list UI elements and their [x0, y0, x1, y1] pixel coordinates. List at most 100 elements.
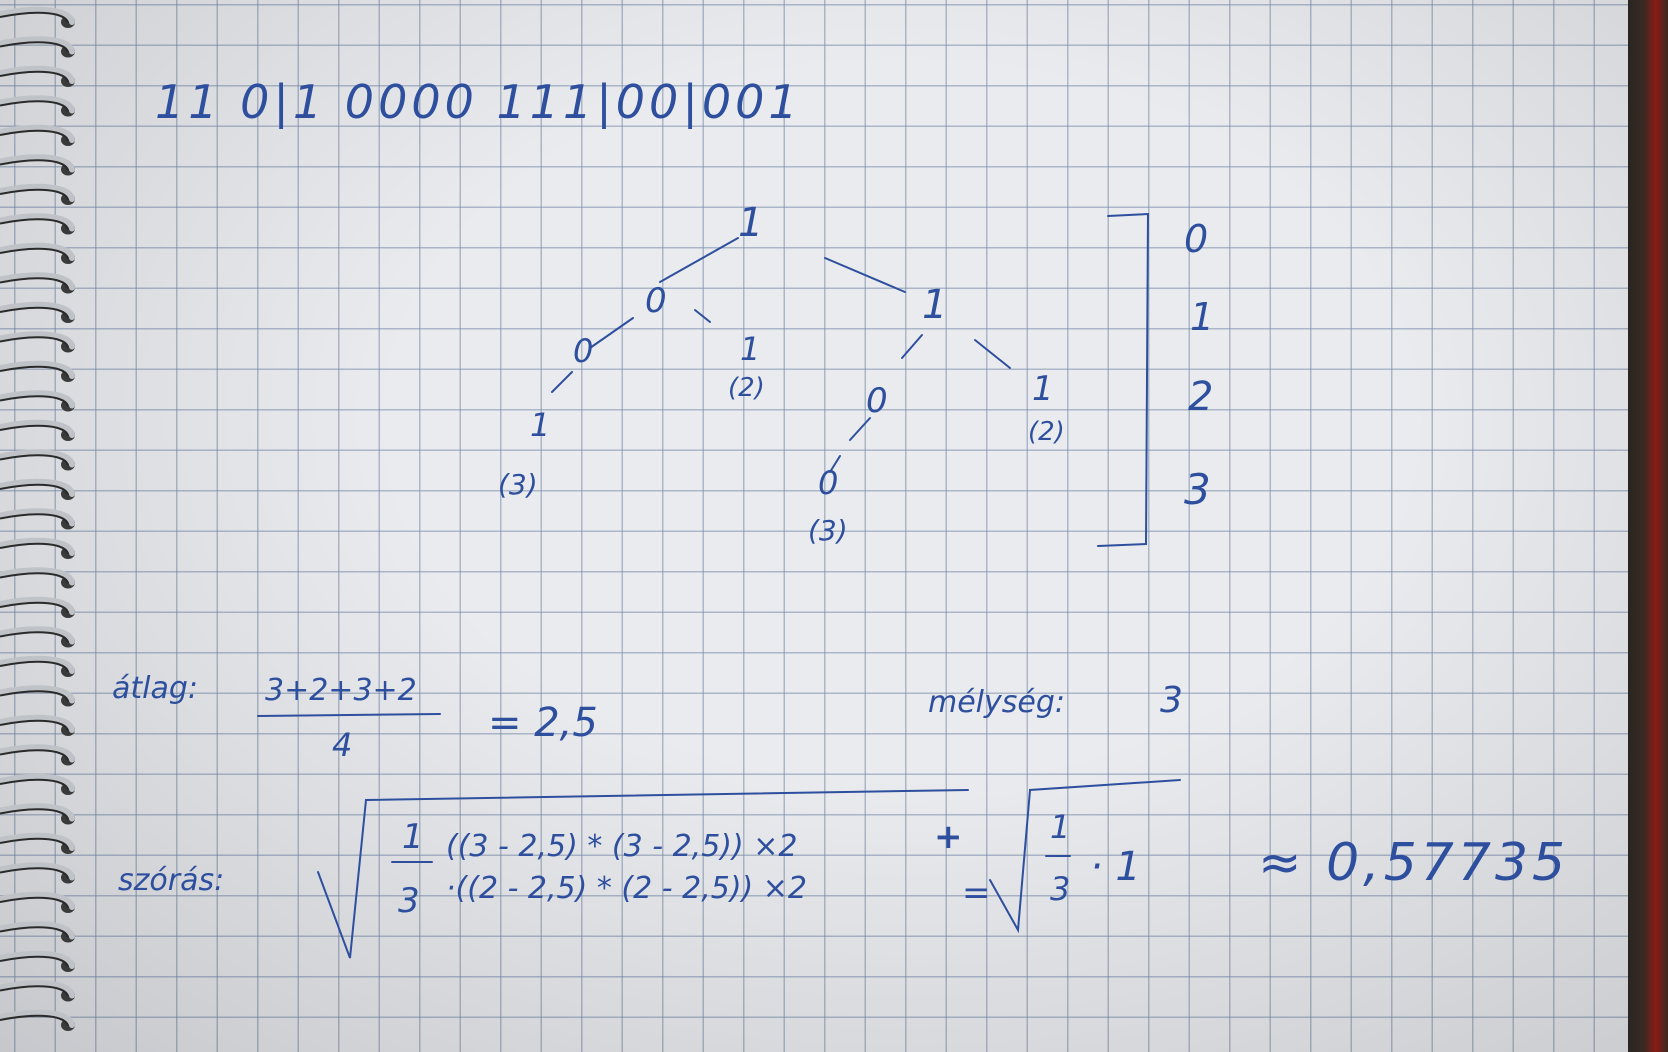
average-numerator: 3+2+3+2: [265, 673, 417, 708]
binding-ring: [0, 95, 75, 114]
approx-result: ≈ 0,57735: [1258, 833, 1569, 893]
binding-ring: [0, 626, 75, 645]
tree-node-right-left-left: 0: [818, 464, 838, 502]
simplified-factor: · 1: [1090, 844, 1141, 890]
binding-ring-shadow: [0, 129, 69, 142]
sqrt-sign-small: [989, 779, 1181, 934]
average-result: = 2,5: [488, 700, 598, 746]
binding-ring-shadow: [0, 218, 69, 230]
binding-ring: [0, 242, 75, 261]
binding-ring: [0, 213, 75, 232]
deviation-coef-den: 3: [398, 881, 420, 921]
binding-ring: [0, 537, 75, 556]
binding-ring-shadow: [0, 424, 69, 437]
level-0: 0: [1184, 217, 1208, 261]
binding-ring-shadow: [0, 542, 69, 555]
tree-node-right-right-depth: (2): [1028, 417, 1065, 447]
binding-ring: [0, 714, 75, 733]
binding-ring-shadow: [0, 365, 69, 378]
binding-ring-shadow: [0, 513, 69, 525]
binding-ring: [0, 154, 75, 173]
deviation-equals: =: [962, 873, 991, 913]
binding-ring: [0, 124, 75, 143]
binding-ring: [0, 419, 75, 438]
binding-ring: [0, 183, 75, 202]
binding-ring-shadow: [0, 395, 69, 407]
tree-node-left-right: 1: [740, 330, 760, 368]
depth-formula: mélység: 3: [928, 680, 1183, 721]
binding-ring-shadow: [0, 306, 69, 319]
binding-ring-shadow: [0, 690, 69, 702]
deviation-coef-num: 1: [402, 817, 424, 857]
level-3: 3: [1184, 465, 1211, 514]
bit-string: 11 0|1 0000 111|00|001: [155, 75, 802, 130]
binding-ring-shadow: [0, 277, 69, 289]
binding-ring: [0, 272, 75, 291]
tree-node-right-left-left-depth: (3): [808, 514, 848, 547]
binding-ring: [0, 390, 75, 409]
deviation-formula: szórás: 1 3 ((3 - 2,5) * (3 - 2,5)) ×2 ·…: [118, 779, 1569, 959]
tree-node-left-right-depth: (2): [728, 373, 765, 403]
tree-node-left-left-left-depth: (3): [498, 468, 538, 501]
binding-ring-shadow: [0, 11, 69, 24]
binding-ring-shadow: [0, 70, 69, 83]
binding-ring: [0, 980, 75, 999]
binding-ring-shadow: [0, 1014, 69, 1027]
binding-ring: [0, 508, 75, 527]
binding-ring-shadow: [0, 837, 69, 850]
tree-node-right-left: 0: [866, 381, 888, 421]
binding-ring-shadow: [0, 896, 69, 909]
binding-ring: [0, 773, 75, 792]
background-edge: [1628, 0, 1668, 1052]
level-bracket: [1097, 212, 1150, 547]
tree-node-right-right: 1: [1032, 369, 1054, 409]
tree-edges: [551, 237, 1011, 473]
binding-ring-shadow: [0, 483, 69, 496]
spiral-binding: [0, 6, 75, 1031]
binding-ring-shadow: [0, 601, 69, 614]
binding-ring: [0, 478, 75, 497]
binding-ring-shadow: [0, 41, 69, 53]
binding-ring: [0, 360, 75, 379]
binding-ring: [0, 301, 75, 320]
binding-ring-shadow: [0, 631, 69, 643]
binding-ring: [0, 744, 75, 763]
binding-ring-shadow: [0, 749, 69, 761]
simplified-den: 3: [1050, 870, 1070, 908]
binding-ring-shadow: [0, 955, 69, 968]
binding-ring: [0, 1009, 75, 1028]
level-1: 1: [1190, 295, 1214, 339]
depth-value: 3: [1160, 680, 1183, 721]
binding-ring-shadow: [0, 926, 69, 938]
binding-ring: [0, 36, 75, 55]
binding-ring: [0, 449, 75, 468]
binding-ring: [0, 65, 75, 84]
average-denominator: 4: [332, 726, 352, 764]
deviation-plus: +: [934, 817, 963, 857]
deviation-row-1: ((3 - 2,5) * (3 - 2,5)) ×2: [446, 829, 797, 864]
binding-ring-shadow: [0, 247, 69, 260]
tree-node-right: 1: [922, 282, 947, 328]
binding-ring: [0, 891, 75, 910]
binding-ring-shadow: [0, 188, 69, 201]
binding-ring: [0, 832, 75, 851]
binding-ring-shadow: [0, 572, 69, 584]
binding-ring-shadow: [0, 808, 69, 820]
binding-ring: [0, 655, 75, 674]
binding-ring: [0, 331, 75, 350]
binding-ring: [0, 685, 75, 704]
binding-ring: [0, 567, 75, 586]
binding-ring: [0, 862, 75, 881]
average-fraction-bar: [257, 713, 441, 717]
binding-ring: [0, 950, 75, 969]
depth-label: mélység:: [928, 685, 1065, 720]
deviation-label: szórás:: [118, 863, 224, 898]
binding-ring: [0, 921, 75, 940]
deviation-row-2: ·((2 - 2,5) * (2 - 2,5)) ×2: [446, 871, 807, 906]
binding-ring-shadow: [0, 985, 69, 997]
tree-node-left: 0: [645, 281, 667, 321]
binding-ring: [0, 803, 75, 822]
average-formula: átlag: 3+2+3+2 4 = 2,5: [112, 671, 598, 764]
